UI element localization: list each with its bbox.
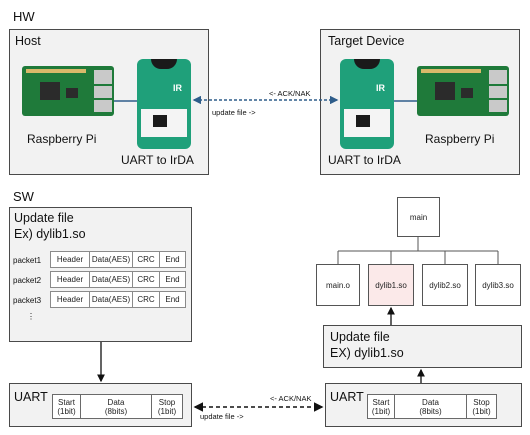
- uart-right-start-cell: Start (1bit): [367, 394, 395, 419]
- target-pi-label: Raspberry Pi: [425, 132, 495, 146]
- packet-3-label: packet3: [13, 296, 42, 305]
- target-raspberry-pi-image: [417, 66, 509, 116]
- uart-left-stop-label: Stop: [158, 397, 176, 407]
- sw-ack-nak-label: <- ACK/NAK: [270, 394, 312, 403]
- target-update-file-box: Update file EX) dylib1.so: [323, 325, 522, 368]
- tree-node-main-o: main.o: [316, 264, 360, 306]
- uart-right-stop-bits: (1bit): [472, 406, 491, 416]
- tree-node-dylib3: dylib3.so: [475, 264, 521, 306]
- uart-left-data-bits: (8bits): [104, 406, 128, 416]
- target-device-title: Target Device: [328, 34, 405, 48]
- uart-right-start-bits: (1bit): [371, 406, 391, 416]
- host-irda-board-image: IR: [137, 59, 191, 149]
- packet-1-end: End: [159, 251, 186, 268]
- packet-ellipsis: ⋮: [27, 312, 35, 321]
- tree-node-dylib2: dylib2.so: [422, 264, 468, 306]
- hw-update-file-label: update file ->: [212, 108, 256, 117]
- packet-2-end: End: [159, 271, 186, 288]
- sw-update-file-label: update file ->: [200, 412, 244, 421]
- uart-right-data-bits: (8bits): [419, 406, 442, 416]
- update-file-title: Update file: [14, 211, 74, 225]
- host-raspberry-pi-image: [22, 66, 114, 116]
- uart-left-start-bits: (1bit): [57, 406, 76, 416]
- uart-right-data-cell: Data (8bits): [394, 394, 467, 419]
- uart-left-title: UART: [14, 390, 48, 404]
- uart-left-start-label: Start: [58, 397, 75, 407]
- uart-right-data-label: Data: [422, 397, 439, 407]
- packet-3-end: End: [159, 291, 186, 308]
- uart-right-title: UART: [330, 390, 364, 404]
- hw-ack-nak-label: <- ACK/NAK: [269, 89, 311, 98]
- host-board-label: UART to IrDA: [121, 153, 194, 167]
- host-pi-label: Raspberry Pi: [27, 132, 97, 146]
- uart-right-start-label: Start: [372, 397, 390, 407]
- uart-left-data-label: Data: [107, 397, 125, 407]
- target-update-file-title: Update file: [330, 330, 390, 344]
- tree-node-dylib1: dylib1.so: [368, 264, 414, 306]
- packet-1-label: packet1: [13, 256, 42, 265]
- target-update-file-subtitle: EX) dylib1.so: [330, 346, 404, 360]
- uart-right-stop-label: Stop: [473, 397, 490, 407]
- target-irda-board-image: IR: [340, 59, 394, 149]
- host-title: Host: [15, 34, 41, 48]
- uart-left-stop-cell: Stop (1bit): [151, 394, 183, 419]
- uart-left-stop-bits: (1bit): [157, 406, 177, 416]
- update-file-subtitle: Ex) dylib1.so: [14, 227, 86, 241]
- packet-3-data: Data(AES): [89, 291, 133, 308]
- target-board-label: UART to IrDA: [328, 153, 401, 167]
- hw-section-label: HW: [13, 9, 35, 24]
- packet-2-label: packet2: [13, 276, 42, 285]
- sw-section-label: SW: [13, 189, 34, 204]
- uart-right-stop-cell: Stop (1bit): [466, 394, 497, 419]
- tree-root-main: main: [397, 197, 440, 237]
